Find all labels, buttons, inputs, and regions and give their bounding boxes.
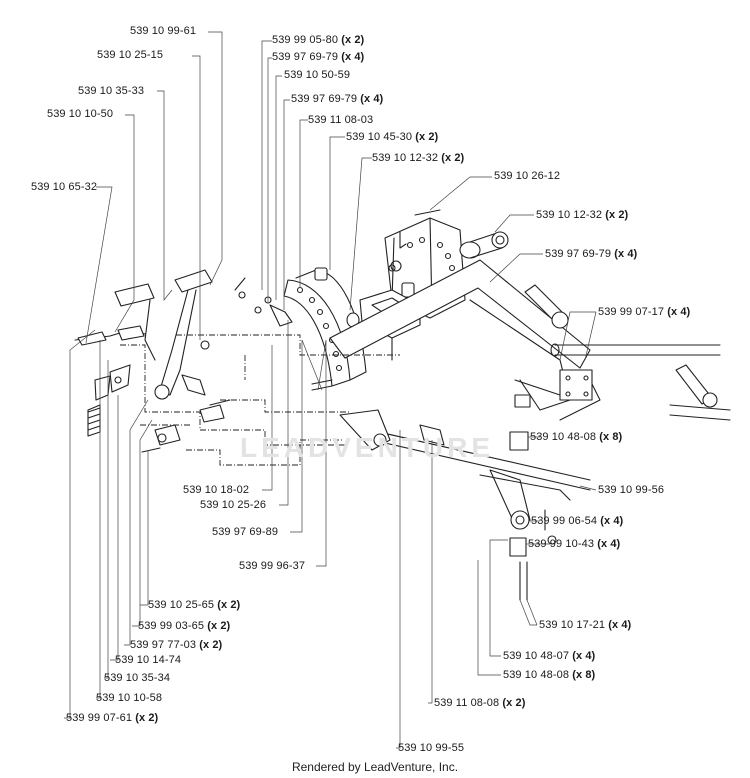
- bushing: [459, 231, 509, 259]
- callout: 539 10 99-56: [598, 484, 665, 496]
- callout: 539 11 08-03: [308, 114, 374, 126]
- pedal-assembly: [74, 269, 213, 437]
- spacer-block: [509, 431, 529, 451]
- callout: 539 10 35-33: [78, 85, 145, 97]
- callout: 539 99 10-43 (x 4): [528, 538, 621, 550]
- quadrant-plate: [283, 267, 367, 387]
- callout: 539 10 48-08 (x 8): [503, 669, 596, 681]
- callout: 539 10 26-12: [494, 170, 561, 182]
- callout: 539 97 69-79 (x 4): [291, 93, 384, 105]
- callout: 539 10 25-15: [97, 49, 164, 61]
- callout: 539 10 14-74: [115, 654, 182, 666]
- callout: 539 10 25-26: [200, 499, 267, 511]
- lift-arm: [329, 259, 601, 421]
- callout: 539 10 65-32: [31, 181, 98, 193]
- callout: 539 10 12-32 (x 2): [372, 152, 465, 164]
- callout: 539 10 10-58: [96, 692, 163, 704]
- right-lift-arm: [669, 364, 731, 421]
- bell-crank-lower: [479, 469, 571, 530]
- callout: 539 99 05-80 (x 2): [272, 34, 365, 46]
- callout: 539 97 69-89: [212, 526, 279, 538]
- callout: 539 99 07-61 (x 2): [66, 712, 159, 724]
- callout: 539 10 17-21 (x 4): [539, 619, 632, 631]
- callout: 539 97 77-03 (x 2): [130, 639, 223, 651]
- cross-shaft: [339, 409, 591, 491]
- callout: 539 10 99-55: [398, 742, 465, 754]
- callout: 539 10 45-30 (x 2): [346, 131, 439, 143]
- callout: 539 10 35-34: [104, 672, 171, 684]
- footer-credit: Rendered by LeadVenture, Inc.: [291, 760, 459, 774]
- callout: 539 10 50-59: [284, 69, 351, 81]
- callout: 539 10 10-50: [47, 108, 114, 120]
- callout: 539 10 99-61: [130, 25, 197, 37]
- callout: 539 99 96-37: [239, 560, 306, 572]
- callout: 539 97 69-79 (x 4): [272, 51, 365, 63]
- callout: 539 10 18-02: [183, 484, 250, 496]
- callout: 539 97 69-79 (x 4): [545, 248, 638, 260]
- callout: 539 99 03-65 (x 2): [138, 620, 231, 632]
- callout: 539 10 12-32 (x 2): [536, 209, 629, 221]
- callout: 539 10 25-65 (x 2): [148, 599, 241, 611]
- spacer-block-lower: [509, 537, 527, 557]
- watermark: LEADVENTURE: [240, 432, 495, 463]
- callout: 539 10 48-07 (x 4): [503, 650, 596, 662]
- callout: 539 99 07-17 (x 4): [598, 306, 691, 318]
- bell-crank-upper: [524, 284, 721, 357]
- callout: 539 99 06-54 (x 4): [531, 515, 624, 527]
- callout: 539 11 08-08 (x 2): [434, 697, 526, 709]
- callout: 539 10 48-08 (x 8): [530, 431, 623, 443]
